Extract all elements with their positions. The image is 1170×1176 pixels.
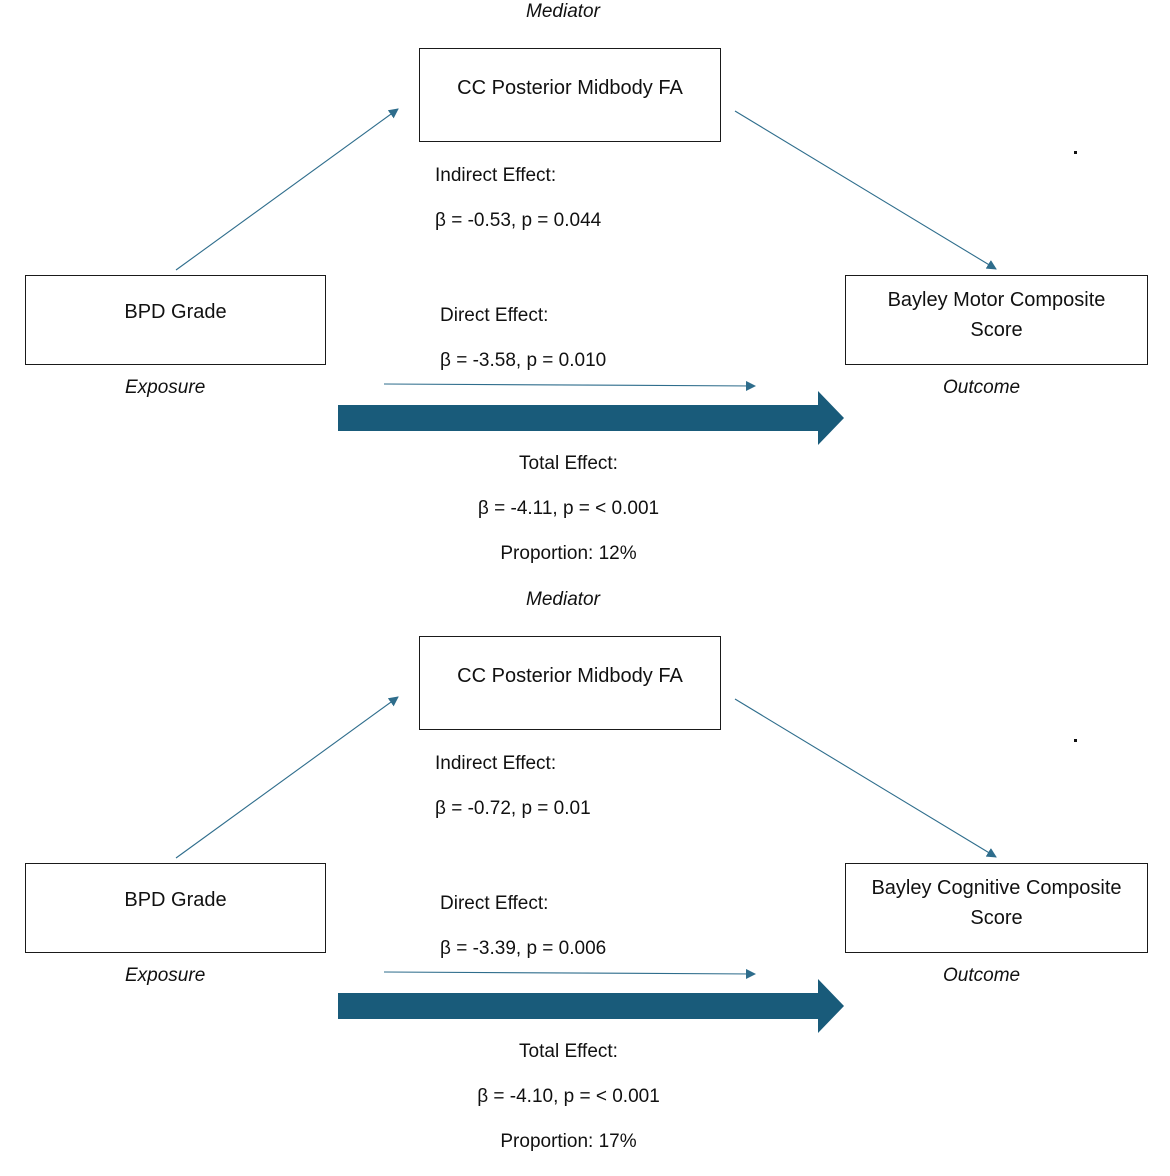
direct-effect-arrow: [383, 380, 756, 391]
direct-effect-label: Direct Effect:: [440, 893, 549, 914]
path-arrows: [175, 696, 997, 1033]
mediator-role-label: Mediator: [526, 1, 600, 22]
total-effect-stats: β = -4.11, p = < 0.001: [477, 498, 660, 519]
total-effect-label: Total Effect:: [519, 1041, 618, 1062]
exposure-role-label: Exposure: [125, 965, 206, 986]
total-effect-arrow: [338, 391, 844, 445]
direct-effect-stats: β = -3.58, p = 0.010: [440, 350, 607, 371]
direct-effect-arrow: [383, 968, 756, 979]
stray-dot-mark: [1074, 151, 1077, 154]
proportion-mediated: Proportion: 12%: [500, 543, 637, 564]
exposure-role-label: Exposure: [125, 377, 206, 398]
exposure-to-mediator-arrow: [175, 696, 399, 859]
proportion-mediated: Proportion: 17%: [500, 1131, 637, 1152]
mediator-label: CC Posterior Midbody FA: [457, 665, 683, 687]
outcome-box: Bayley Motor Composite Score: [845, 275, 1148, 365]
outcome-box: Bayley Cognitive Composite Score: [845, 863, 1148, 953]
indirect-effect-label: Indirect Effect:: [435, 753, 557, 774]
exposure-to-mediator-arrow: [175, 108, 399, 271]
exposure-box: BPD Grade: [25, 275, 326, 365]
direct-effect-label: Direct Effect:: [440, 305, 549, 326]
mediator-to-outcome-arrow: [734, 698, 997, 858]
total-effect-label: Total Effect:: [519, 453, 618, 474]
indirect-effect-stats: β = -0.53, p = 0.044: [435, 210, 602, 231]
indirect-effect-stats: β = -0.72, p = 0.01: [435, 798, 591, 819]
outcome-label: Bayley Cognitive Composite Score: [871, 877, 1122, 929]
stray-dot-mark: [1074, 739, 1077, 742]
outcome-role-label: Outcome: [943, 965, 1021, 986]
exposure-label: BPD Grade: [124, 301, 227, 323]
path-arrows: [175, 108, 997, 445]
mediation-panel-cognitive: Mediator CC Posterior Midbody FA BPD Gra…: [0, 588, 1170, 1176]
exposure-box: BPD Grade: [25, 863, 326, 953]
mediator-to-outcome-arrow: [734, 110, 997, 270]
outcome-label: Bayley Motor Composite Score: [887, 289, 1106, 341]
outcome-role-label: Outcome: [943, 377, 1021, 398]
total-effect-arrow: [338, 979, 844, 1033]
indirect-effect-label: Indirect Effect:: [435, 165, 557, 186]
mediator-box: CC Posterior Midbody FA: [419, 48, 721, 142]
total-effect-stats: β = -4.10, p = < 0.001: [477, 1086, 660, 1107]
exposure-label: BPD Grade: [124, 889, 227, 911]
direct-effect-stats: β = -3.39, p = 0.006: [440, 938, 607, 959]
mediation-panel-motor: Mediator CC Posterior Midbody FA BPD Gra…: [25, 1, 1148, 564]
mediator-role-label: Mediator: [526, 589, 600, 610]
mediator-box: CC Posterior Midbody FA: [419, 636, 721, 730]
mediator-label: CC Posterior Midbody FA: [457, 77, 683, 99]
